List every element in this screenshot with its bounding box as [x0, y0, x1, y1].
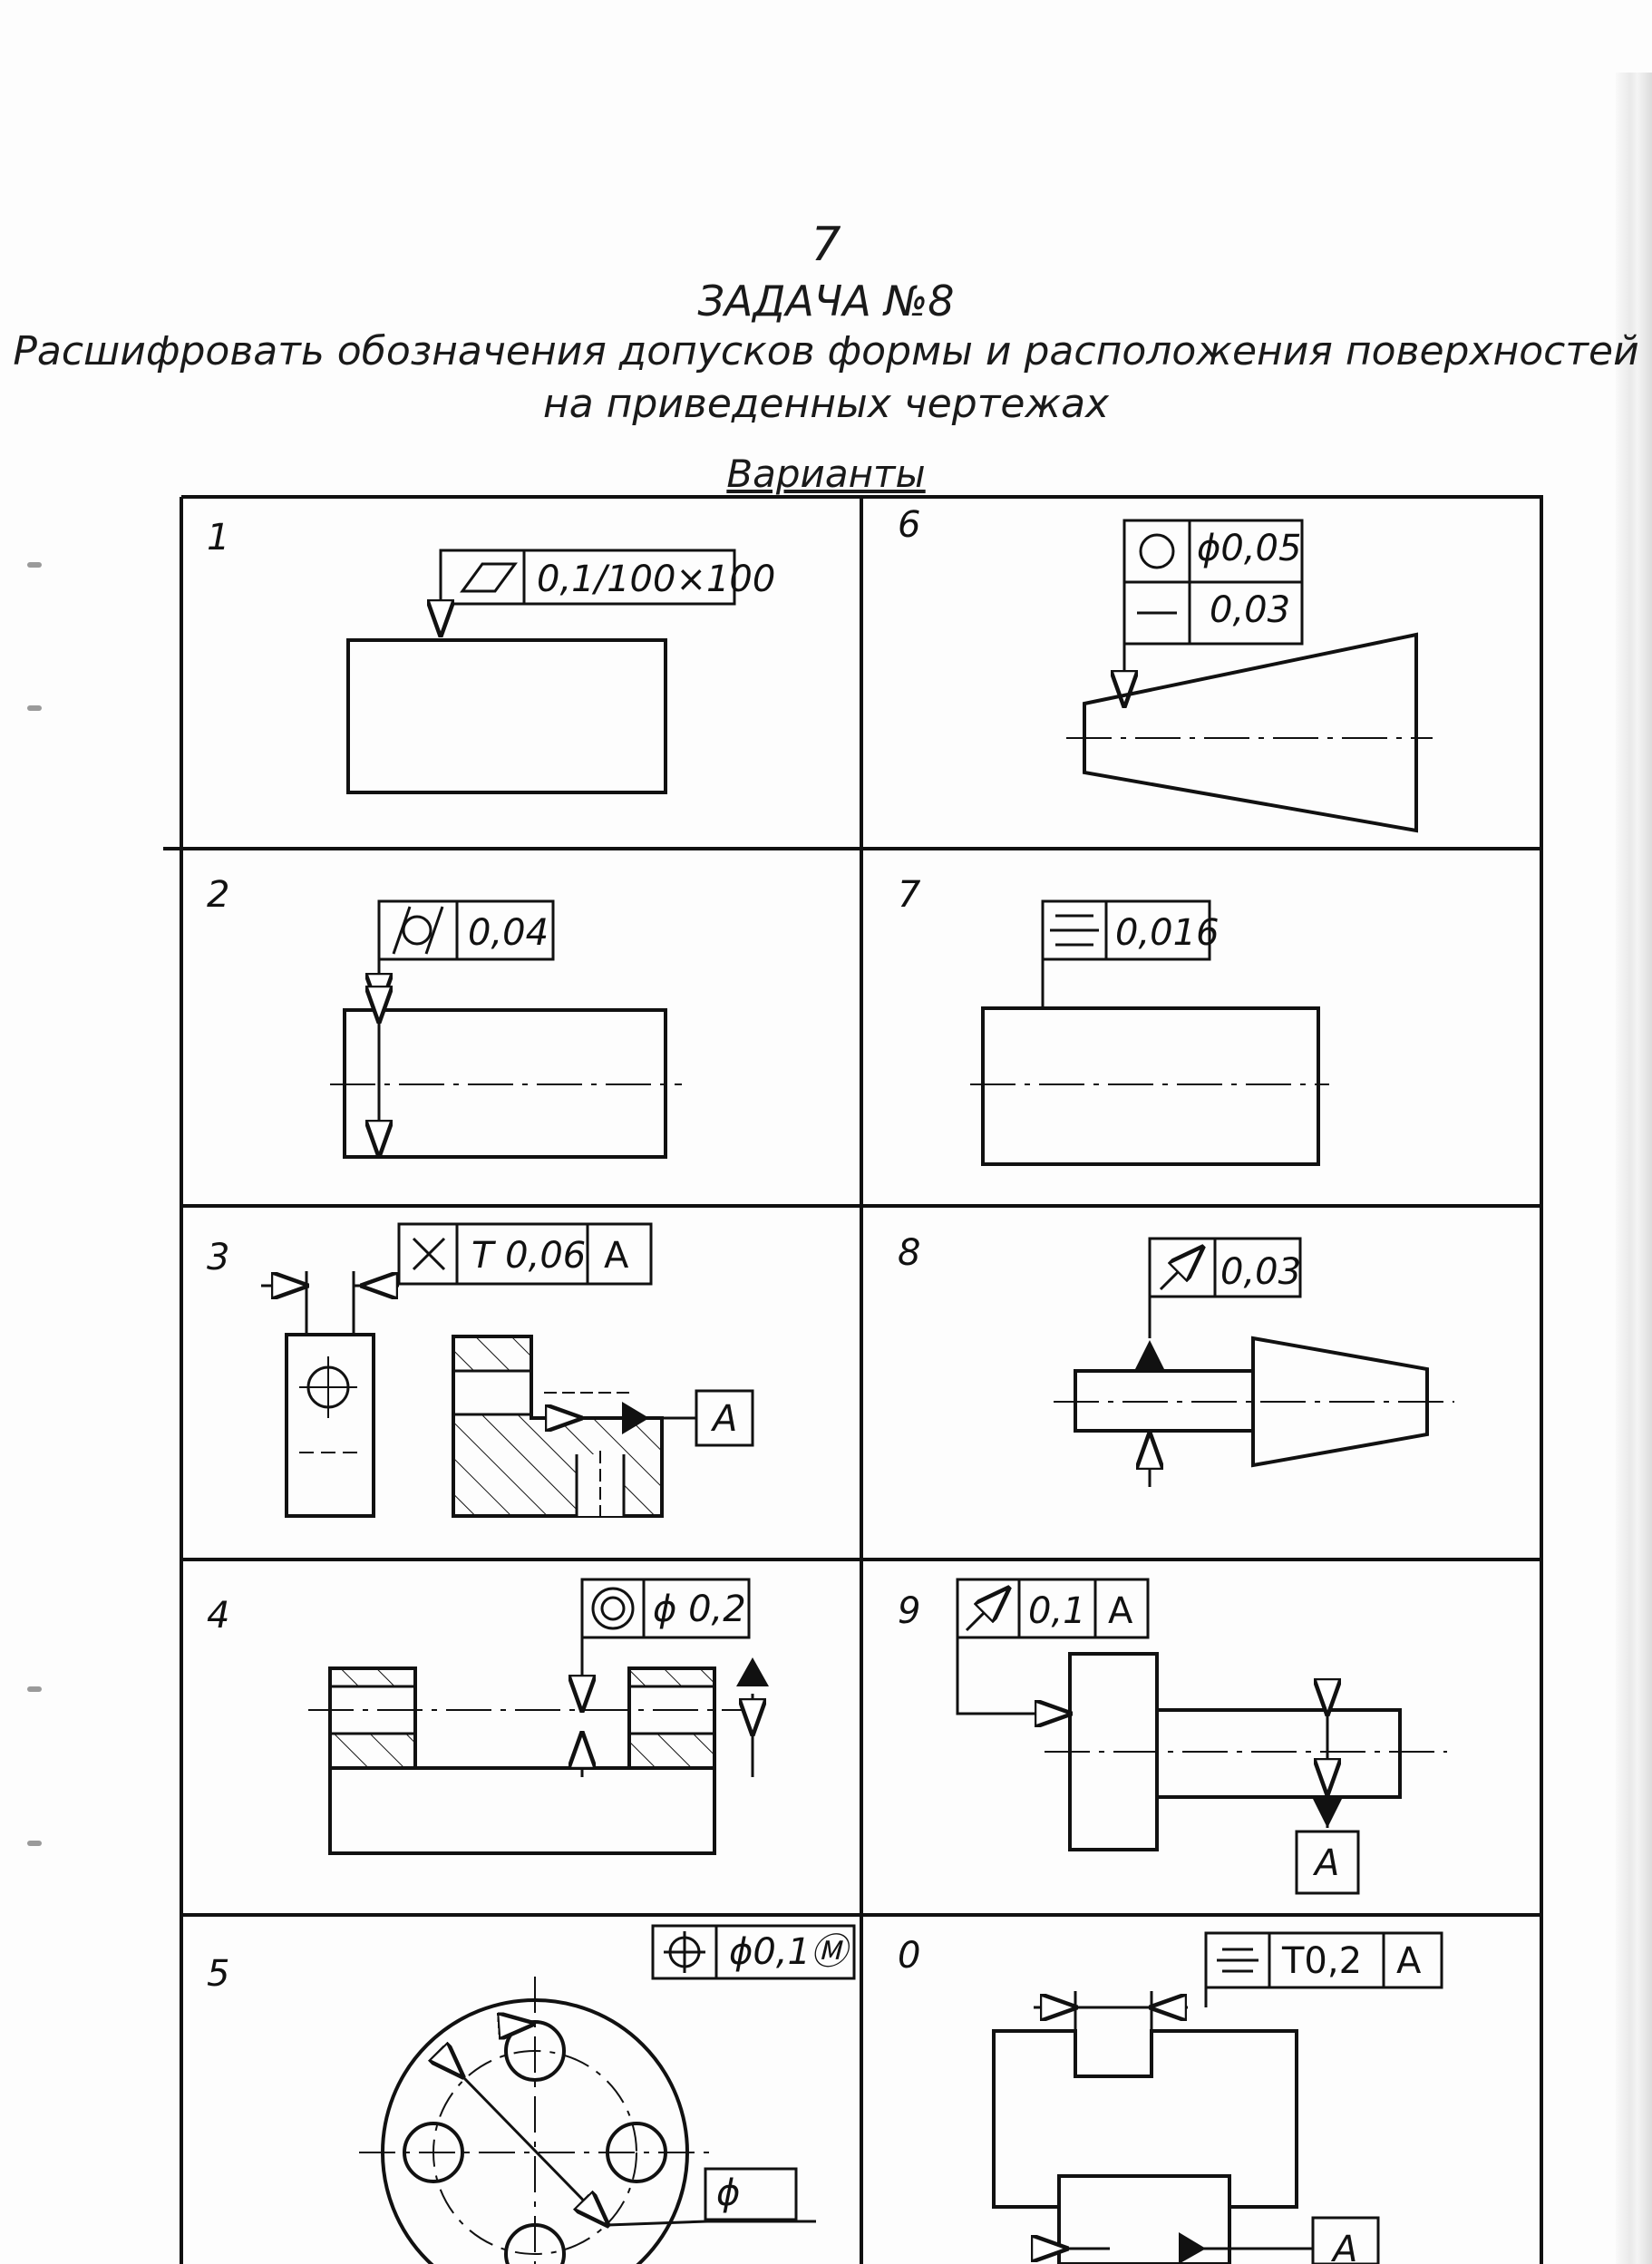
cylindricity-symbol-icon — [402, 915, 432, 946]
variant-number: 2 — [207, 874, 229, 916]
variant-number: 5 — [207, 1953, 229, 1995]
concentricity-symbol-icon — [591, 1587, 635, 1630]
runout-symbol-icon — [965, 1589, 1008, 1632]
variant-number: 3 — [207, 1237, 229, 1278]
datum-label: A — [710, 1398, 737, 1440]
drawing-variant-0 — [992, 1931, 1443, 2264]
datum-label: A — [1330, 2229, 1357, 2264]
tolerance-frame — [651, 1924, 856, 1980]
tolerance-value: 0,03 — [1210, 589, 1290, 631]
binder-hole-mark — [27, 1686, 42, 1692]
tolerance-value: 0,1/100×100 — [537, 559, 775, 600]
tolerance-frame — [580, 1578, 751, 1639]
drawing-variant-2 — [330, 899, 682, 1159]
task-description-line-2: на приведенных чертежах — [542, 381, 1110, 427]
drawing-variant-4 — [308, 1578, 762, 1855]
drawing-variant-8 — [1054, 1237, 1454, 1487]
datum-reference: A — [1396, 1940, 1422, 1982]
task-description-line-1: Расшифровать обозначения допусков формы … — [13, 328, 1639, 374]
variant-number: 9 — [898, 1590, 920, 1632]
drawing-variant-5 — [359, 1924, 856, 2264]
datum-box — [695, 1389, 754, 1447]
page-number: 7 — [811, 218, 841, 272]
datum-label: A — [1312, 1842, 1339, 1884]
diameter-box — [704, 2167, 798, 2221]
tolerance-frame — [956, 1578, 1150, 1639]
drawing-variant-3 — [261, 1222, 754, 1523]
tolerance-value: ϕ 0,2 — [653, 1589, 746, 1630]
tolerance-value: ϕ0,05 — [1197, 528, 1301, 569]
binder-hole-mark — [27, 562, 42, 568]
tolerance-value: 0,016 — [1115, 912, 1220, 954]
tolerance-value: 0,1 — [1028, 1590, 1086, 1632]
tolerance-value: ϕ0,1Ⓜ — [729, 1931, 852, 1973]
datum-reference: A — [1108, 1590, 1133, 1632]
drawing-variant-6 — [1066, 519, 1433, 833]
tolerance-frame — [1204, 1931, 1443, 1989]
tolerance-value: 0,04 — [468, 912, 549, 954]
paper-edge — [1616, 73, 1652, 2264]
drawing-variant-7 — [970, 899, 1329, 1166]
tolerance-frame — [1148, 1237, 1302, 1298]
runout-symbol-icon — [1159, 1248, 1202, 1291]
flatness-symbol-icon — [460, 562, 518, 593]
diameter-label: ϕ — [716, 2172, 740, 2214]
datum-box — [1295, 1830, 1360, 1895]
drawing-variant-1 — [346, 549, 736, 794]
variant-number: 8 — [898, 1232, 920, 1274]
task-title: ЗАДАЧА №8 — [697, 277, 955, 326]
variant-number: 0 — [898, 1935, 920, 1977]
tolerance-frame — [377, 899, 555, 961]
tolerance-frame — [397, 1222, 653, 1286]
binder-hole-mark — [27, 1841, 42, 1846]
variant-number: 6 — [898, 504, 920, 546]
datum-box — [1311, 2216, 1380, 2264]
tolerance-value: 0,03 — [1220, 1251, 1301, 1293]
variants-heading: Варианты — [726, 452, 926, 496]
variant-number: 7 — [898, 874, 921, 916]
binder-hole-mark — [27, 705, 42, 711]
tolerance-value: T 0,06 — [471, 1235, 586, 1277]
variant-number: 4 — [207, 1595, 229, 1637]
variant-number: 1 — [207, 517, 229, 559]
tolerance-frame — [1041, 899, 1211, 961]
table-grid — [163, 495, 1543, 2264]
roundness-symbol-icon — [1139, 533, 1175, 569]
tolerance-value: T0,2 — [1281, 1940, 1362, 1982]
datum-reference: A — [604, 1235, 629, 1277]
